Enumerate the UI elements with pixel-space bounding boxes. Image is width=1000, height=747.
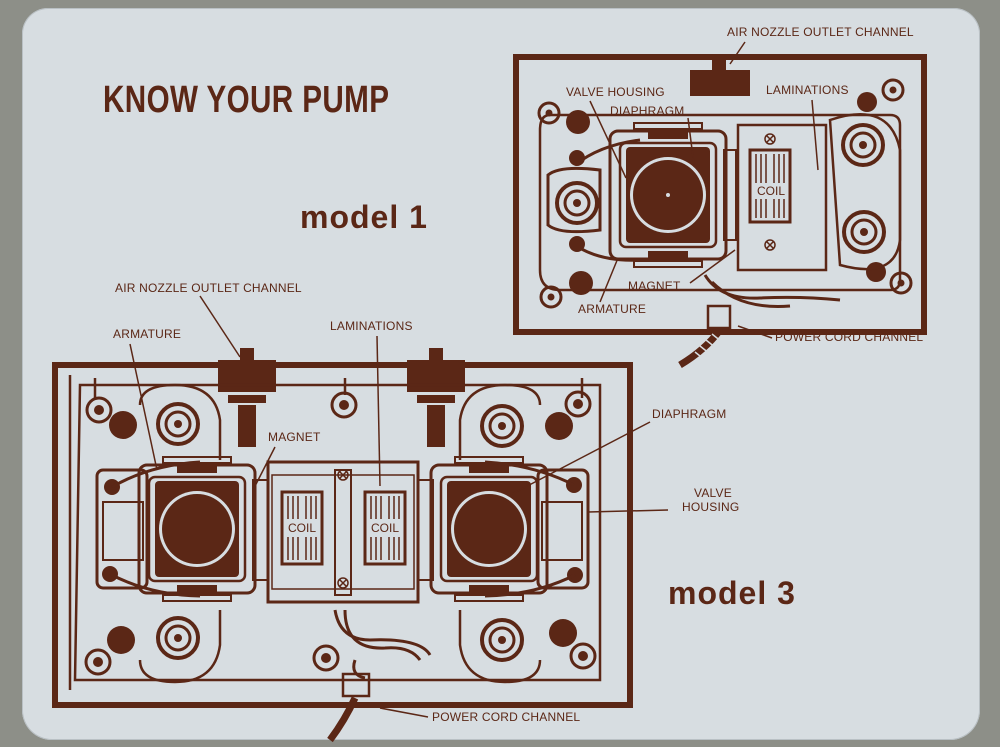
model3-air-nozzle-label: AIR NOZZLE OUTLET CHANNEL bbox=[115, 281, 302, 295]
model3-housing-label: HOUSING bbox=[682, 500, 739, 514]
model3-diaphragm-label: DIAPHRAGM bbox=[652, 407, 726, 421]
model1-armature-label: ARMATURE bbox=[578, 302, 646, 316]
model3-armature-label: ARMATURE bbox=[113, 327, 181, 341]
model1-laminations-label: LAMINATIONS bbox=[766, 83, 849, 97]
model3-heading: model 3 bbox=[668, 575, 796, 611]
model1-heading: model 1 bbox=[300, 199, 428, 235]
model3-magnet-label: MAGNET bbox=[268, 430, 321, 444]
model3-power-cord-label: POWER CORD CHANNEL bbox=[432, 710, 580, 724]
model3-laminations-label: LAMINATIONS bbox=[330, 319, 413, 333]
model1-diaphragm-label: DIAPHRAGM bbox=[610, 104, 684, 118]
model1-magnet-label: MAGNET bbox=[628, 279, 681, 293]
model1-pump bbox=[513, 54, 927, 369]
model3-pump bbox=[52, 348, 633, 743]
page-title: KNOW YOUR PUMP bbox=[103, 79, 389, 121]
model1-coil-label: COIL bbox=[757, 184, 785, 198]
model1-power-cord-label: POWER CORD CHANNEL bbox=[775, 330, 923, 344]
model3-valve-label: VALVE bbox=[694, 486, 732, 500]
model1-air-nozzle-label: AIR NOZZLE OUTLET CHANNEL bbox=[727, 25, 914, 39]
model3-coil-left-label: COIL bbox=[288, 521, 316, 535]
model1-valve-housing-label: VALVE HOUSING bbox=[566, 85, 665, 99]
model3-coil-right-label: COIL bbox=[371, 521, 399, 535]
